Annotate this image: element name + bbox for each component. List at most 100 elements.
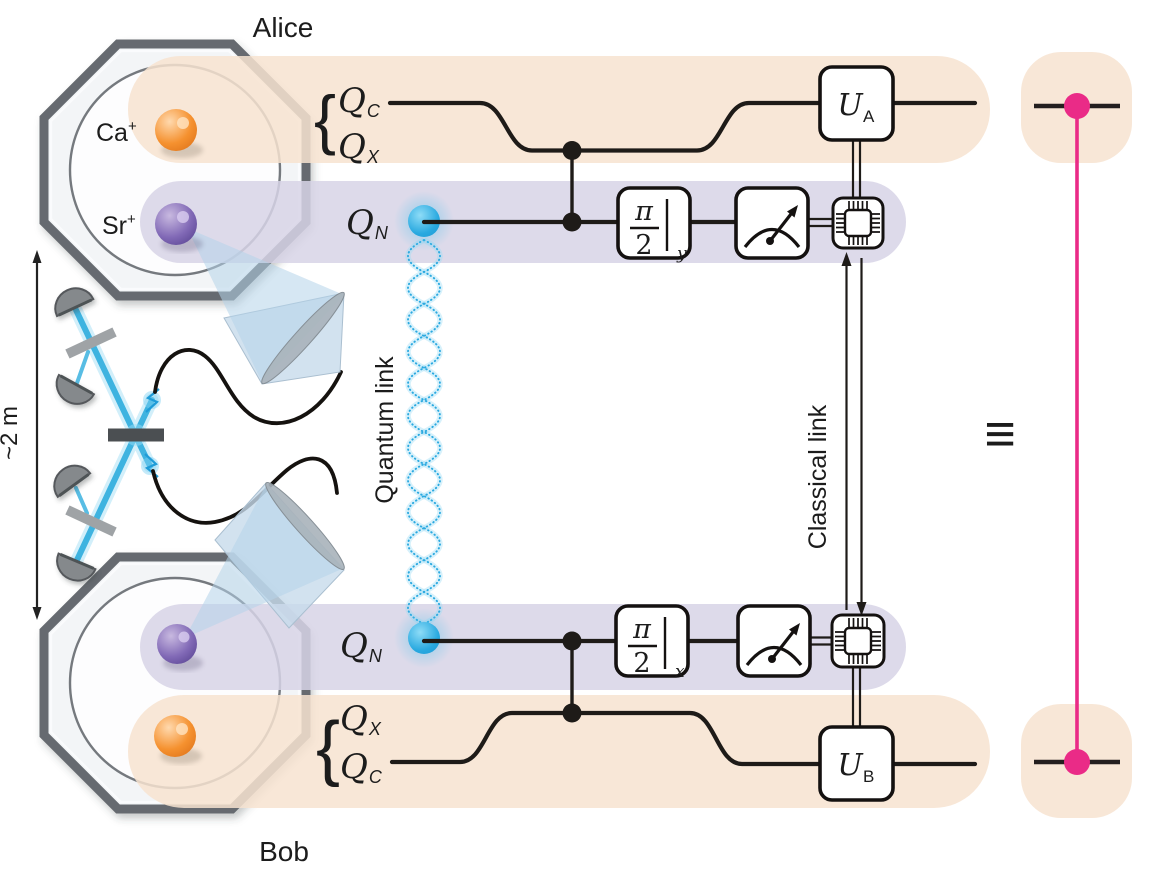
cz-control-dots — [562, 141, 582, 723]
ion-highlight — [176, 723, 188, 735]
circuit-wires — [387, 100, 978, 767]
classical-double-wires — [808, 140, 862, 727]
q-subscript: N — [375, 223, 389, 243]
meter-needle-arrow — [789, 623, 800, 636]
q-symbol: Q — [346, 203, 374, 243]
q-subscript: X — [368, 719, 382, 739]
meter-needle-arrow — [787, 205, 798, 218]
trapped-ions — [154, 109, 203, 764]
chip-pins — [836, 201, 880, 245]
q-subscript: C — [367, 101, 381, 121]
optical-fiber-alice — [153, 348, 343, 426]
measurement-meter-icon — [736, 604, 812, 678]
sr-charge: + — [127, 211, 136, 228]
quantum-link-label: Quantum link — [371, 356, 399, 504]
q-symbol: Q — [340, 699, 368, 739]
entangled-qubit-dot-bottom — [1064, 749, 1090, 775]
photon-beam-lower — [74, 397, 155, 563]
network-qubit-node-bob — [408, 622, 440, 654]
chip-to-ua-wire — [851, 140, 862, 198]
bob-network-qubit-band — [140, 604, 906, 690]
fluorescence-cone — [185, 485, 344, 638]
gate-denominator: 2 — [633, 648, 650, 679]
labels: Alice Bob Ca+ Sr+ { QC QX QN QN { QX QC … — [96, 12, 399, 867]
detector-icon — [53, 464, 92, 499]
bob-circuit-qubit-band — [128, 695, 990, 808]
ca-charge: + — [128, 118, 137, 135]
ion-highlight — [177, 211, 189, 223]
detector-icon — [56, 552, 97, 582]
q-subscript: X — [366, 147, 380, 167]
unitary-symbol: U — [837, 748, 864, 783]
gate-axis-subscript: y — [676, 244, 687, 264]
distance-label: ~2 m — [0, 406, 23, 460]
qubit-group-brace-bob: { — [316, 708, 340, 788]
gate-pi: π — [632, 614, 652, 645]
arrow-up-icon — [32, 250, 42, 263]
sr-ion-label: Sr+ — [102, 211, 136, 240]
unitary-subscript: A — [863, 107, 875, 126]
gate-denominator: 2 — [635, 230, 652, 261]
qc-label-alice: QC — [338, 81, 381, 121]
braided-photon-strand — [407, 239, 441, 625]
unitary-subscript: B — [863, 767, 874, 786]
cz-control-dot — [562, 631, 582, 651]
qc-label-bob: QC — [340, 747, 383, 787]
q-symbol: Q — [338, 81, 366, 121]
bob-label: Bob — [259, 836, 309, 867]
photon-interference-setup — [53, 228, 345, 638]
ca-symbol: Ca — [96, 119, 128, 147]
q-subscript: C — [369, 767, 383, 787]
ion-highlight — [178, 631, 190, 643]
bob-objective-assembly — [185, 482, 345, 638]
chip-pins — [835, 618, 881, 664]
alice-circuit-qubit-band — [128, 56, 990, 163]
cz-control-dot — [562, 703, 582, 723]
qn-label-bob: QN — [340, 626, 383, 666]
processor-chip-icon — [831, 196, 885, 250]
chip-to-ub-wire — [851, 667, 862, 727]
gate-axis-subscript: x — [675, 662, 685, 682]
bob-rotation-gate: π 2 x — [614, 604, 690, 682]
alice-label: Alice — [253, 12, 314, 43]
classical-link-label: Classical link — [804, 404, 832, 549]
measurement-meter-icon — [734, 186, 810, 260]
alice-circuit-wire — [387, 100, 823, 153]
meter-to-chip-wire-alice — [808, 217, 833, 228]
processor-chip-icon — [830, 613, 886, 669]
photon-beam-reflected-lower — [74, 486, 89, 515]
ca-ion-bob — [154, 715, 196, 757]
unitary-symbol: U — [837, 88, 864, 123]
ion-highlight — [177, 117, 189, 129]
cz-control-dot — [562, 141, 582, 160]
photon-detectors — [53, 287, 97, 582]
lens-surface — [261, 291, 345, 385]
cz-control-dot — [562, 212, 582, 232]
equivalence-symbol: ≡ — [984, 404, 1016, 464]
alice-unitary-gate: U A — [818, 65, 895, 142]
photon-beam-reflected-upper — [75, 350, 90, 385]
bob-unitary-gate: U B — [818, 725, 895, 802]
qx-label-alice: QX — [338, 127, 380, 167]
beamsplitter-icon — [108, 428, 164, 442]
qn-label-alice: QN — [346, 203, 389, 243]
q-subscript: N — [369, 646, 383, 666]
sr-ion-bob — [157, 624, 197, 664]
q-symbol: Q — [340, 626, 368, 666]
ca-ion-alice — [155, 109, 197, 151]
q-symbol: Q — [338, 127, 366, 167]
detector-icon — [54, 287, 95, 318]
alice-objective-assembly — [187, 228, 345, 385]
ca-ion-label: Ca+ — [96, 118, 137, 147]
sr-symbol: Sr — [102, 212, 127, 240]
q-symbol: Q — [340, 747, 368, 787]
alice-rotation-gate: π 2 y — [616, 186, 692, 264]
meter-to-chip-wire-bob — [810, 636, 832, 646]
bell-state-equivalent: ≡ — [984, 93, 1120, 775]
polarizer-bar-icon — [65, 327, 117, 359]
qx-label-bob: QX — [340, 699, 382, 739]
detector-icon — [55, 373, 96, 405]
classical-link: Classical link — [804, 252, 867, 616]
polarizer-bar-icon — [65, 505, 117, 537]
